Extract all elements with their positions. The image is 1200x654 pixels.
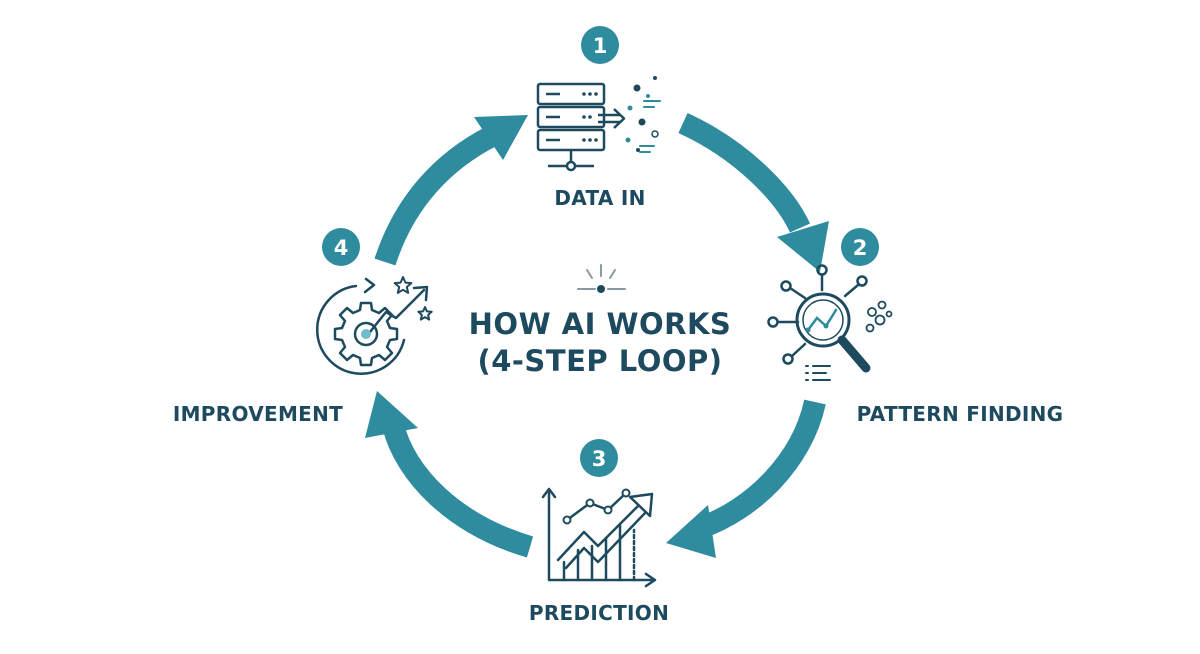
step-4-number: 4 bbox=[334, 236, 349, 260]
center-accent bbox=[577, 264, 626, 290]
arrow-head-2 bbox=[666, 505, 716, 558]
step-1-badge bbox=[581, 26, 619, 64]
server-data-icon bbox=[536, 82, 626, 172]
arrow-pattern-to-prediction bbox=[696, 399, 826, 539]
server-lights bbox=[582, 92, 598, 142]
step-4: 4 IMPROVEMENT bbox=[173, 228, 433, 426]
step-2-number: 2 bbox=[853, 236, 868, 260]
step-3-badge bbox=[580, 439, 618, 477]
cluster-dots bbox=[865, 300, 893, 333]
step-3: 3 PREDICTION bbox=[529, 439, 669, 625]
arrow-head-1 bbox=[777, 221, 829, 272]
gear-target-icon bbox=[316, 277, 429, 375]
chart-points bbox=[562, 488, 631, 525]
step-3-number: 3 bbox=[592, 447, 607, 471]
step-2-badge bbox=[841, 228, 879, 266]
arrow-improvement-to-data bbox=[374, 126, 498, 266]
arrow-head-3 bbox=[365, 391, 418, 438]
step-1-number: 1 bbox=[593, 34, 608, 58]
step-2-label: PATTERN FINDING bbox=[857, 402, 1064, 426]
step-1: 1 bbox=[536, 26, 661, 210]
rising-chart-icon bbox=[541, 487, 657, 588]
step-4-label: IMPROVEMENT bbox=[173, 402, 343, 426]
diagram-title-line2: (4-STEP LOOP) bbox=[477, 344, 722, 378]
arrow-heads bbox=[365, 115, 829, 558]
step-3-label: PREDICTION bbox=[529, 601, 669, 625]
diagram-title-line1: HOW AI WORKS bbox=[469, 307, 732, 341]
gear-center bbox=[361, 329, 371, 339]
arrow-head-4 bbox=[474, 115, 528, 160]
step-1-label: DATA IN bbox=[554, 186, 645, 210]
cycle-arrows bbox=[374, 112, 826, 558]
step-4-badge bbox=[322, 228, 360, 266]
magnifier-network-icon bbox=[767, 264, 871, 373]
step-2: 2 bbox=[767, 228, 1064, 426]
list-lines bbox=[805, 365, 831, 381]
data-particles bbox=[625, 76, 661, 153]
stars bbox=[393, 276, 433, 321]
arrow-data-to-pattern bbox=[678, 112, 811, 233]
center-dot bbox=[597, 285, 605, 293]
arrow-prediction-to-improvement bbox=[382, 422, 534, 558]
